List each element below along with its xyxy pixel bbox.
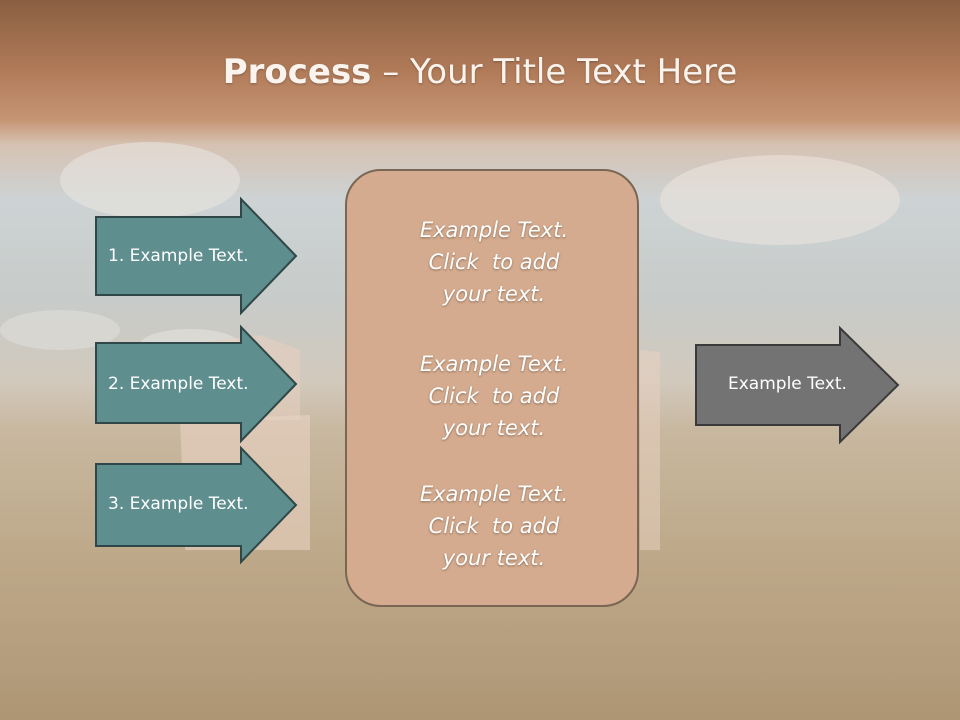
slide-title: Process – Your Title Text Here: [0, 52, 960, 92]
center-line: Example Text.: [419, 218, 569, 242]
center-text-box[interactable]: Example Text. Click to add your text. Ex…: [345, 169, 639, 607]
left-arrow-label: 3. Example Text.: [108, 494, 249, 514]
left-arrow-3: 3. Example Text.: [95, 445, 298, 565]
arrow-shape: [95, 324, 298, 444]
title-rest: – Your Title Text Here: [371, 52, 738, 92]
center-paragraph-2: Example Text. Click to add your text.: [347, 348, 641, 444]
center-line: Click to add: [428, 384, 560, 408]
arrow-shape: [95, 196, 298, 316]
center-line: Click to add: [428, 514, 560, 538]
arrow-shape: [695, 325, 900, 445]
right-arrow: Example Text.: [695, 325, 900, 445]
center-paragraph-1: Example Text. Click to add your text.: [347, 214, 641, 310]
right-arrow-label: Example Text.: [728, 374, 847, 394]
center-paragraph-3: Example Text. Click to add your text.: [347, 478, 641, 574]
center-line: Example Text.: [419, 482, 569, 506]
left-arrow-2: 2. Example Text.: [95, 324, 298, 444]
center-line: Click to add: [428, 250, 560, 274]
center-line: your text.: [442, 546, 546, 570]
left-arrow-1: 1. Example Text.: [95, 196, 298, 316]
center-line: your text.: [442, 416, 546, 440]
title-bold: Process: [222, 52, 372, 92]
center-line: your text.: [442, 282, 546, 306]
left-arrow-label: 1. Example Text.: [108, 246, 249, 266]
arrow-shape: [95, 445, 298, 565]
left-arrow-label: 2. Example Text.: [108, 374, 249, 394]
center-line: Example Text.: [419, 352, 569, 376]
